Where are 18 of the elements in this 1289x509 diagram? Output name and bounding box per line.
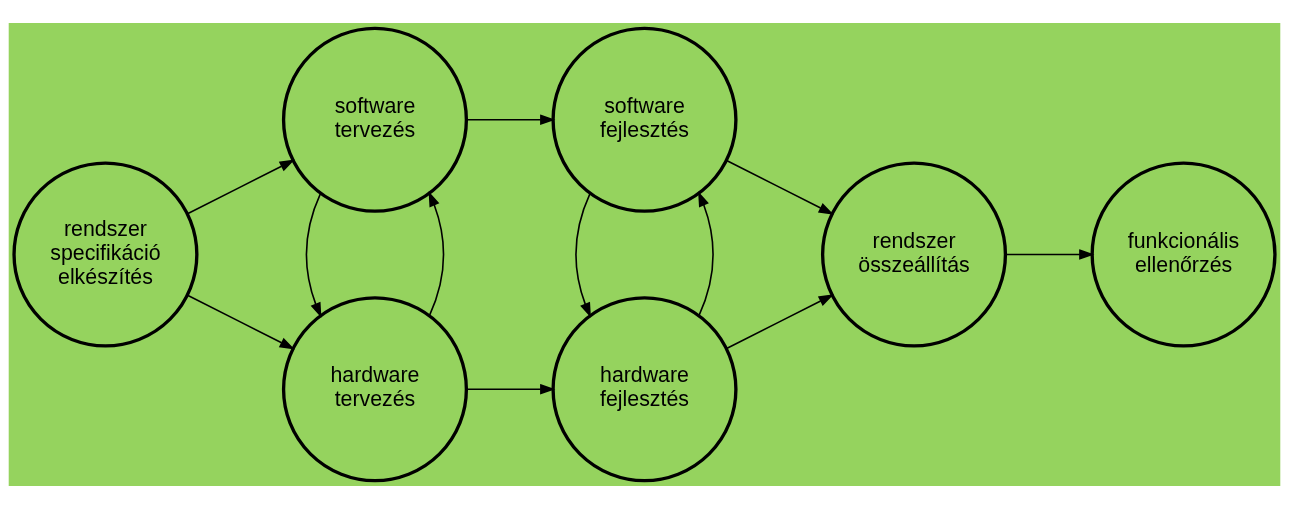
node-circle: rendszer összeállítás (820, 161, 1008, 348)
arrow (465, 383, 556, 395)
node-circle: hardware fejlesztés (551, 296, 738, 483)
node-circle: rendszer specifikáció elkészítés (12, 161, 199, 348)
arrow (698, 191, 714, 317)
arrow (305, 192, 322, 318)
arrow (725, 294, 834, 350)
arrow (725, 159, 834, 215)
arrow (465, 114, 556, 126)
arrow (575, 192, 591, 318)
arrow (186, 159, 295, 215)
node-circle: funkcionális ellenőrzés (1090, 161, 1277, 348)
node-circle: hardware tervezés (281, 296, 469, 483)
arrow (428, 191, 445, 317)
arrow (1004, 249, 1095, 260)
node-circle: software tervezés (281, 26, 469, 213)
node-circle: software fejlesztés (551, 26, 738, 213)
arrow (186, 294, 295, 350)
